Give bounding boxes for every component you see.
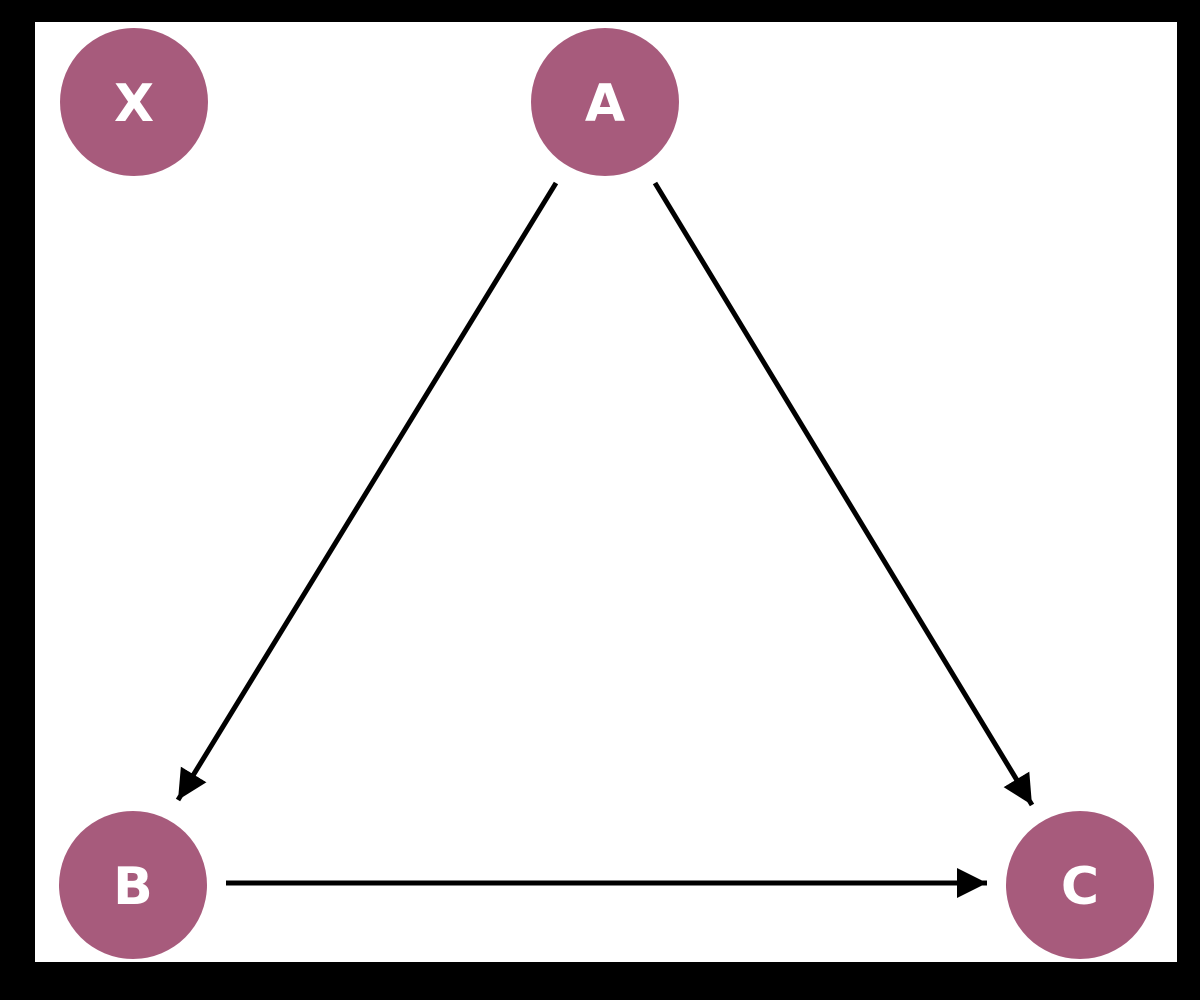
node-label-b: B [113, 857, 153, 917]
edge-a-to-c [652, 181, 1035, 807]
node-c [1006, 811, 1154, 959]
node-b [59, 811, 207, 959]
node-a [531, 28, 679, 176]
node-label-a: A [585, 74, 625, 134]
plot-background [35, 22, 1177, 962]
edge-a-to-b [175, 181, 559, 802]
node-x [60, 28, 208, 176]
node-label-c: C [1061, 857, 1099, 917]
node-label-x: X [114, 74, 154, 134]
